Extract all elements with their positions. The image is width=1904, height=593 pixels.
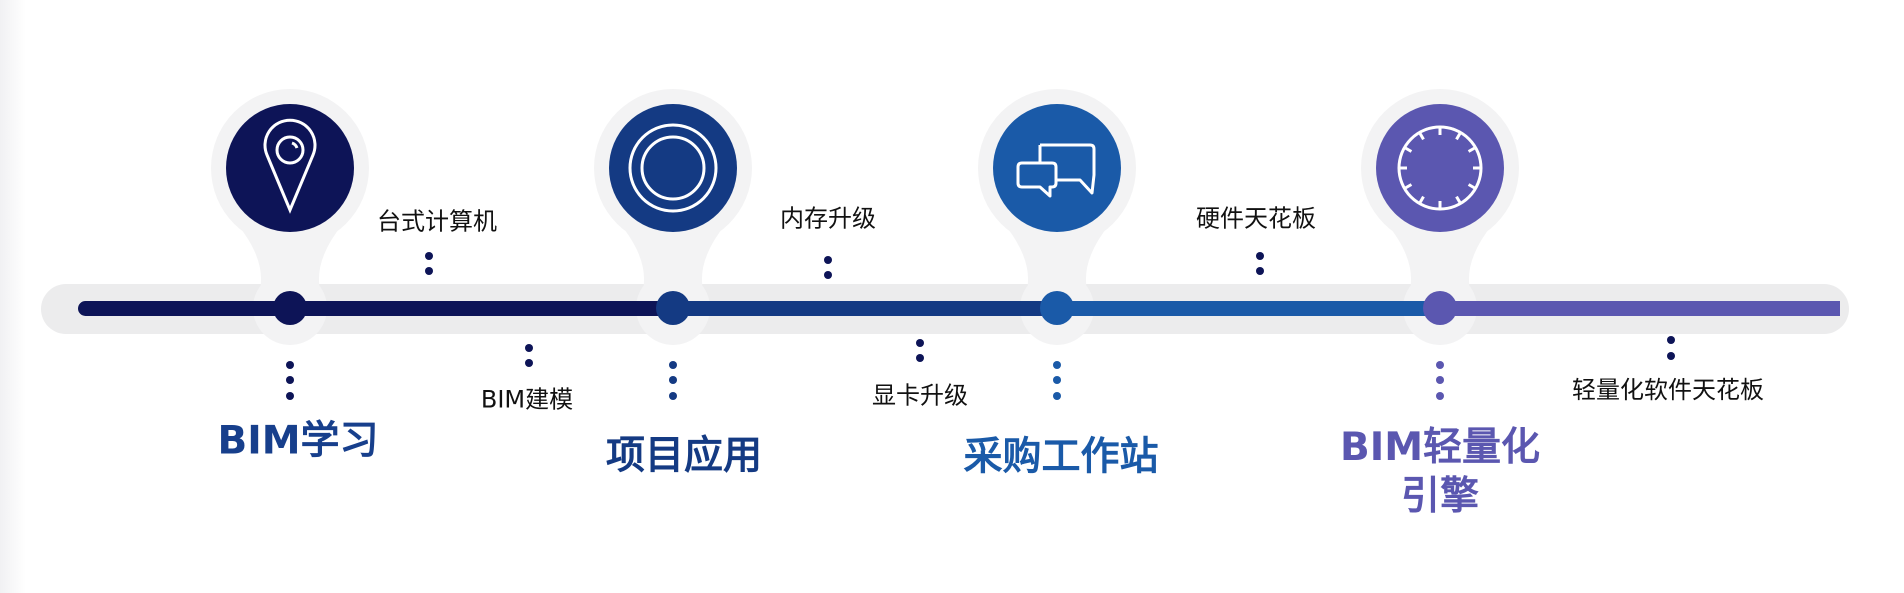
double-circle-icon [628,123,718,213]
milestone-title-1: BIM学习 [217,418,379,464]
note-memory: 内存升级 [780,204,876,233]
left-edge-shade [0,0,26,593]
timeline-segment-2 [673,301,1063,316]
dial-tick [1455,195,1462,205]
note-software-ceiling: 轻量化软件天花板 [1572,376,1764,404]
dial-tick [1467,183,1477,190]
dial-tick [1403,146,1413,153]
milestone-circle-4 [1376,104,1504,232]
milestone-circle-2 [609,104,737,232]
location-pin-icon [263,118,317,214]
node-1 [273,291,307,325]
node-4 [1423,291,1457,325]
clock-dial-icon [1397,125,1483,211]
note-bim-modeling: BIM建模 [480,385,574,414]
milestone-title-2: 项目应用 [605,433,763,479]
dial-tick [1418,131,1425,141]
note-hardware-ceiling: 硬件天花板 [1196,204,1316,233]
connector-dots [286,252,1675,400]
milestone-title-3: 采购工作站 [963,434,1159,480]
dial-tick [1455,131,1462,141]
node-3 [1040,291,1074,325]
timeline-segment-4 [1440,301,1840,316]
dial-tick [1467,146,1477,153]
chat-bubbles-icon [1016,143,1096,198]
milestone-circle-1 [226,104,354,232]
milestone-title-4-line2: 引擎 [1400,474,1480,519]
milestone-title-4-line1: BIM轻量化 [1339,425,1541,470]
note-desktop: 台式计算机 [377,207,497,236]
dial-tick [1403,183,1413,190]
note-gpu: 显卡升级 [872,381,968,410]
timeline-segment-3 [1057,301,1447,316]
milestone-title-4: BIM轻量化 引擎 [1340,423,1540,521]
dial-tick [1418,195,1425,205]
timeline-segment-1 [78,301,678,316]
node-2 [656,291,690,325]
